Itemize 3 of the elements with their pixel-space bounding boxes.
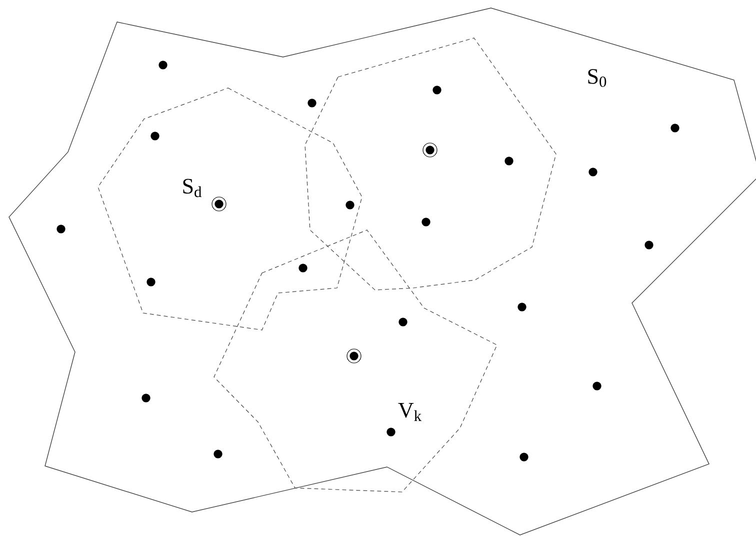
point-label: S$_{0}$ xyxy=(588,69,606,87)
point-label: V$_{k}$ xyxy=(398,403,422,421)
point-label: S$_{d}$ xyxy=(183,178,202,198)
